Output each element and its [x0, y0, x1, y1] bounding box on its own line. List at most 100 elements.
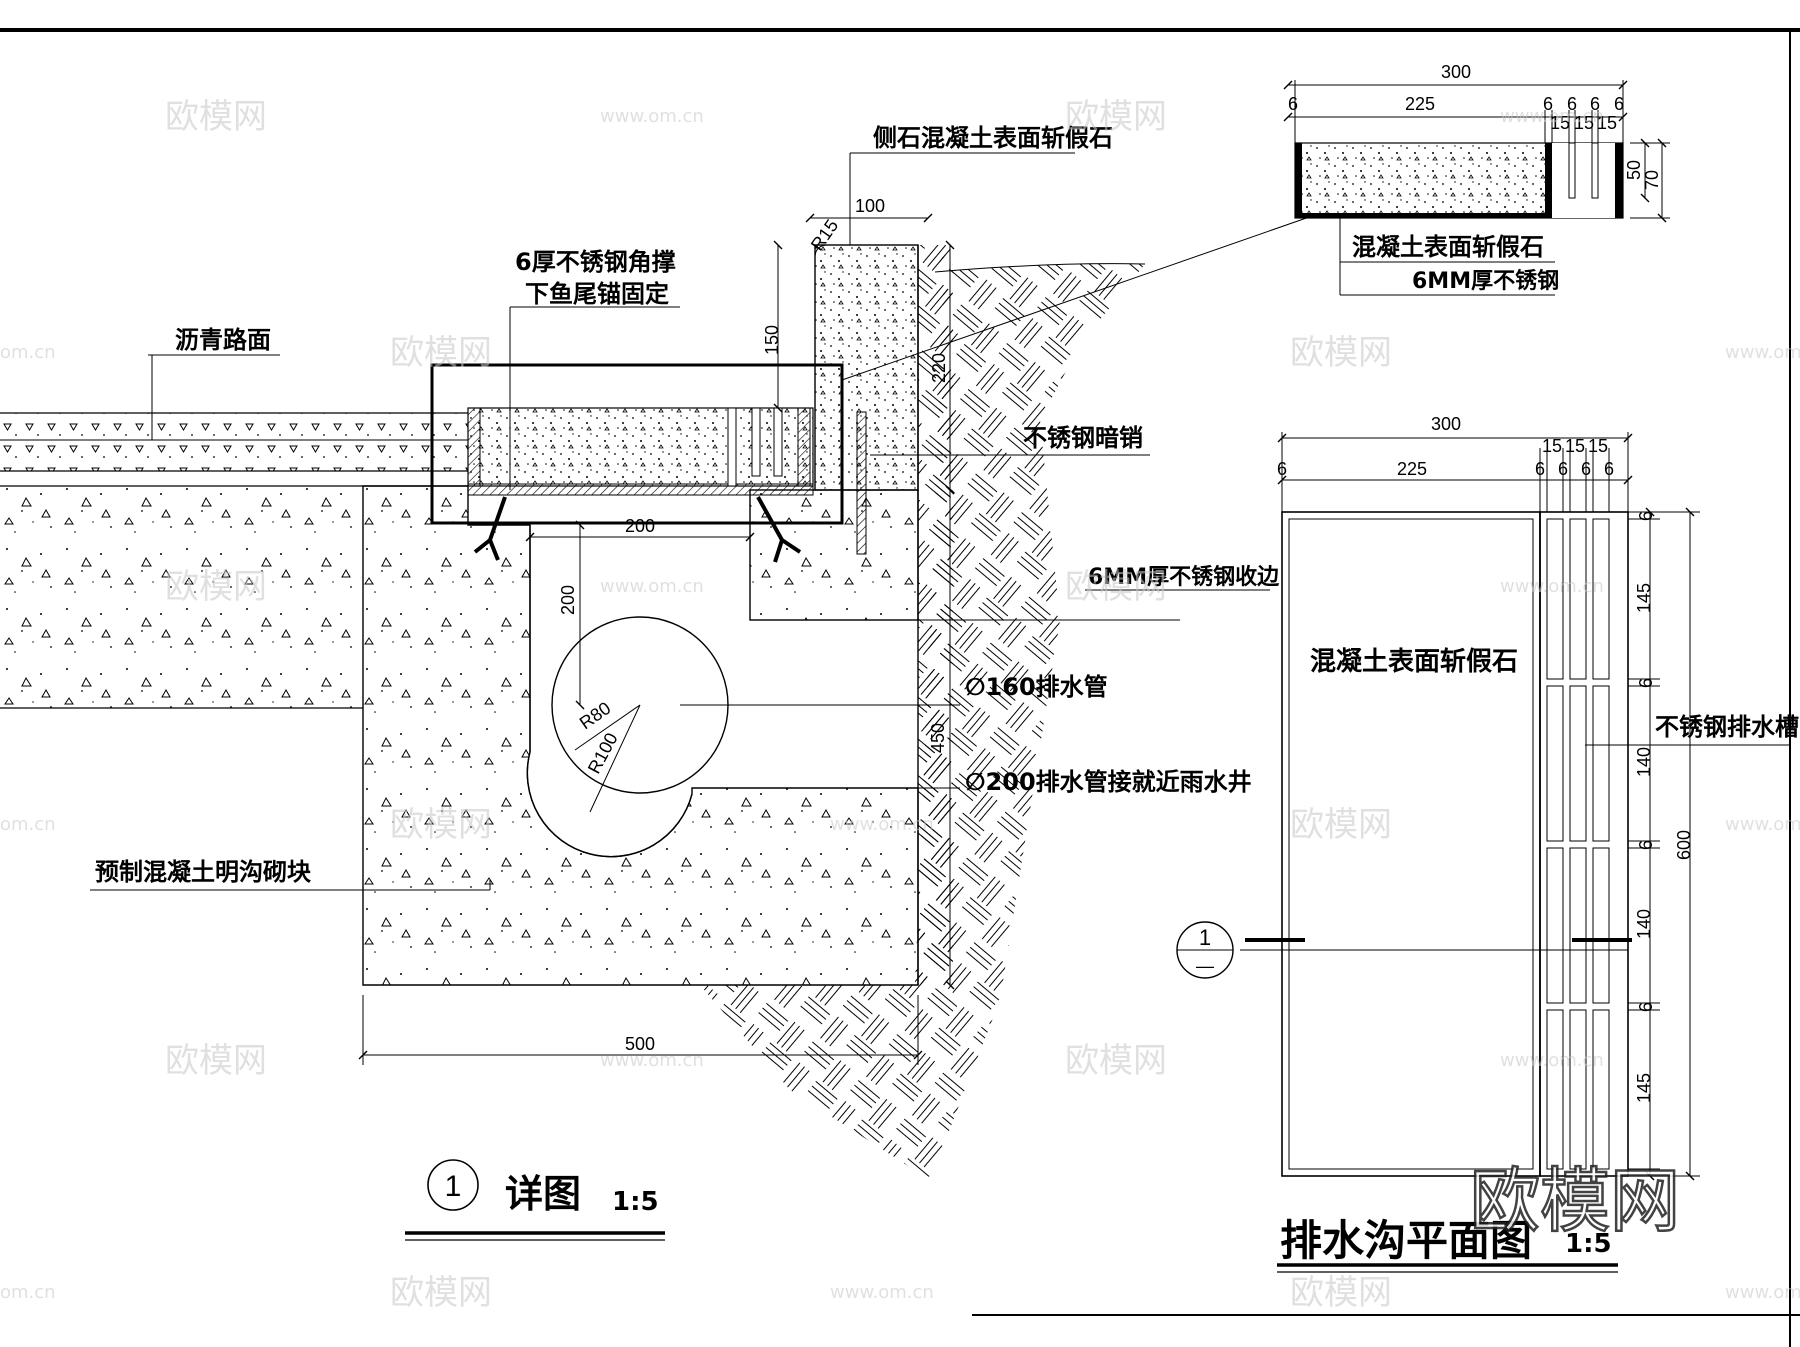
inset-dim-225: 225 — [1405, 94, 1435, 114]
fishtail-anchors — [473, 496, 802, 563]
side-stone-label: 侧石混凝土表面斩假石 — [873, 124, 1113, 152]
inset-dim-15c: 15 — [1597, 113, 1617, 133]
watermark-url: www.om.cn — [1725, 1282, 1800, 1303]
plan-dim-6a: 6 — [1277, 459, 1287, 479]
watermark-url: www.om.cn — [1725, 342, 1800, 363]
dim-150: 150 — [762, 325, 782, 355]
section-marker-sub: — — [1196, 956, 1214, 976]
detail-section: 侧石混凝土表面斩假石 6厚不锈钢角撑 下鱼尾锚固定 沥青路面 不锈钢暗销 6MM… — [0, 124, 1316, 1241]
watermark-brand-large: 欧模网 — [1470, 1160, 1680, 1242]
plan-channel — [1539, 511, 1629, 1177]
detail-title-name: 详图 — [505, 1172, 581, 1216]
watermark-url: www.om.cn — [830, 1282, 934, 1303]
angle-brace-label-1: 6厚不锈钢角撑 — [515, 248, 676, 276]
dim-220: 220 — [929, 353, 949, 383]
watermark-brand: 欧模网 — [390, 1273, 492, 1313]
plan-title-name: 排水沟平面图 — [1280, 1216, 1532, 1265]
plan-vdim-145b: 145 — [1634, 1073, 1654, 1103]
inset-dim-6c: 6 — [1567, 94, 1577, 114]
plan-title-scale: 1:5 — [1565, 1229, 1612, 1259]
plan-dim-300: 300 — [1431, 414, 1461, 434]
plan-dim-6c: 6 — [1558, 459, 1568, 479]
detail-title-circle — [427, 1159, 479, 1211]
section-marker-number: 1 — [1199, 925, 1211, 950]
plan-dim-225: 225 — [1397, 459, 1427, 479]
watermark-brand: 欧模网 — [1290, 333, 1392, 373]
earth-fill — [700, 250, 1145, 1180]
hidden-pin — [856, 411, 867, 555]
watermark-url-short: om.cn — [0, 814, 56, 835]
inset-dim-6a: 6 — [1288, 94, 1298, 114]
watermark-brand: 欧模网 — [165, 97, 267, 137]
edge-trim-label: 6MM厚不锈钢收边 — [1088, 564, 1280, 590]
pipe-200-label: ∅200排水管接就近雨水井 — [965, 768, 1252, 796]
watermark-url: www.om.cn — [600, 576, 704, 597]
watermark-brand: 欧模网 — [390, 333, 492, 373]
watermark-brand: 欧模网 — [1065, 1041, 1167, 1081]
inset-dim-6e: 6 — [1614, 94, 1624, 114]
detail-title-number: 1 — [445, 1170, 462, 1203]
dim-200-horizontal: 200 — [625, 516, 655, 536]
inset-dim-70: 70 — [1642, 170, 1662, 190]
watermark-brand: 欧模网 — [1290, 1273, 1392, 1313]
plan-dim-6d: 6 — [1581, 459, 1591, 479]
inset-dim-50: 50 — [1624, 160, 1644, 180]
plan-dim-15a: 15 — [1542, 436, 1562, 456]
plan-channel-slots — [1546, 518, 1610, 1170]
dim-100: 100 — [855, 196, 885, 216]
precast-block-label: 预制混凝土明沟砌块 — [95, 858, 311, 886]
watermark-url-short: om.cn — [0, 1282, 56, 1303]
watermark-url: www.om.cn — [600, 106, 704, 127]
hidden-pin-label: 不锈钢暗销 — [1023, 424, 1143, 452]
watermarks: 欧模网 www.om.cn 欧模网 www.om.cn om.cn 欧模网 欧模… — [0, 97, 1800, 1313]
watermark-brand: 欧模网 — [1065, 567, 1167, 607]
watermark-url: www.om.cn — [830, 814, 934, 835]
dim-450: 450 — [928, 723, 948, 753]
plan-dim-6e: 6 — [1604, 459, 1614, 479]
plan-dim-15c: 15 — [1588, 436, 1608, 456]
angle-brace-label-2: 下鱼尾锚固定 — [525, 280, 669, 308]
watermark-url: www.om.cn — [1500, 576, 1604, 597]
plan-vdim-6b: 6 — [1636, 678, 1656, 688]
watermark-url: www.om.cn — [1725, 814, 1800, 835]
detail-title-scale: 1:5 — [612, 1187, 659, 1217]
watermark-brand: 欧模网 — [390, 805, 492, 845]
plan-surface-label: 混凝土表面斩假石 — [1310, 647, 1518, 677]
inset-steel-label: 6MM厚不锈钢 — [1412, 268, 1559, 294]
pipe-160-label: ∅160排水管 — [965, 673, 1108, 701]
plan-dim-15b: 15 — [1565, 436, 1585, 456]
plan-vdim-6c: 6 — [1636, 840, 1656, 850]
plan-vdim-6a: 6 — [1636, 511, 1656, 521]
watermark-brand: 欧模网 — [165, 1041, 267, 1081]
drain-plan-view: 1 — 300 225 6 6 6 6 6 15 15 15 6 145 6 1… — [1176, 414, 1799, 1273]
inset-dim-6b: 6 — [1543, 94, 1553, 114]
inset-dim-6d: 6 — [1590, 94, 1600, 114]
plan-vdim-600: 600 — [1674, 830, 1694, 860]
plan-vdim-6d: 6 — [1636, 1002, 1656, 1012]
road-base-concrete — [0, 486, 363, 708]
watermark-url: www.om.cn — [600, 1050, 704, 1071]
detail-highlight-box — [430, 363, 844, 525]
inset-dim-15b: 15 — [1574, 113, 1594, 133]
watermark-brand: 欧模网 — [1290, 805, 1392, 845]
dim-500: 500 — [625, 1034, 655, 1054]
watermark-url-short: om.cn — [0, 342, 56, 363]
asphalt-label: 沥青路面 — [175, 326, 271, 354]
inset-surface-label: 混凝土表面斩假石 — [1352, 233, 1544, 261]
inset-dim-15a: 15 — [1550, 113, 1570, 133]
grate-cover — [467, 407, 814, 487]
plan-channel-label: 不锈钢排水槽 — [1655, 713, 1799, 741]
inset-dim-300: 300 — [1441, 62, 1471, 82]
plan-dim-6b: 6 — [1535, 459, 1545, 479]
dim-200-vertical: 200 — [558, 585, 578, 615]
watermark-url: www.om.cn — [1500, 1050, 1604, 1071]
watermark-brand: 欧模网 — [1065, 97, 1167, 137]
watermark-brand: 欧模网 — [165, 567, 267, 607]
watermark-url: www.om.cn — [1500, 106, 1604, 127]
asphalt-layer — [0, 413, 468, 471]
plan-vdim-140a: 140 — [1634, 747, 1654, 777]
grate-section-inset: 300 225 6 6 6 6 6 15 15 15 50 70 混凝土表面斩假… — [1283, 62, 1670, 296]
plan-vdim-140b: 140 — [1634, 909, 1654, 939]
plan-vdim-145a: 145 — [1634, 583, 1654, 613]
